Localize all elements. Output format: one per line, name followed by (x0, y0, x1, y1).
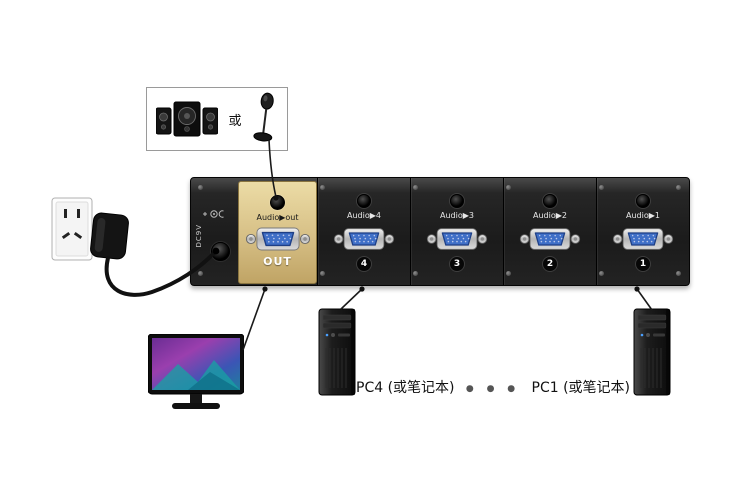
pc-labels-row: PC4 (或笔记本) ● ● ● PC1 (或笔记本) (356, 377, 630, 397)
vga-port-2 (519, 226, 581, 252)
screw (413, 271, 418, 276)
audio-out-label: Audio▶out (256, 213, 299, 222)
dc-voltage-label: DC9V (195, 224, 203, 248)
pc-tower-1 (633, 308, 671, 396)
audio-label-1: Audio▶1 (626, 211, 660, 220)
speakers-icon (156, 101, 219, 137)
port-number-badge-1: 1 (635, 256, 651, 272)
screw (198, 271, 203, 276)
vga-port-1 (612, 226, 674, 252)
screw (198, 185, 203, 190)
monitor (148, 334, 244, 409)
port-number-badge-2: 2 (542, 256, 558, 272)
screw (506, 185, 511, 190)
wall-socket (51, 197, 129, 261)
audio-label-3: Audio▶3 (440, 211, 474, 220)
screw (320, 185, 325, 190)
pc4-cable-dot (359, 286, 365, 292)
pc1-label: PC1 (或笔记本) (531, 380, 631, 396)
ellipsis-dots: ● ● ● (465, 383, 521, 394)
dc-power-area: DC9V (191, 178, 238, 285)
audio-jack-1 (636, 194, 650, 208)
speaker-mic-box: 或 (146, 87, 288, 151)
port-section-4: Audio▶4 4 (317, 178, 410, 285)
or-label: 或 (228, 113, 242, 129)
port-number-badge-3: 3 (449, 256, 465, 272)
dc-polarity-icon (203, 210, 224, 218)
screw (599, 185, 604, 190)
vga-port-3 (426, 226, 488, 252)
pc1-cable-dot (634, 286, 640, 292)
port-section-3: Audio▶3 3 (410, 178, 503, 285)
vga-out-port (245, 225, 311, 253)
pc4-label: PC4 (或笔记本) (356, 380, 455, 396)
power-adapter (90, 212, 129, 260)
out-port-label: OUT (263, 255, 292, 268)
monitor-cable (242, 288, 266, 351)
port-section-2: Audio▶2 2 (503, 178, 596, 285)
vga-switch-device: DC9V Audio▶out OUT Audio▶4 4 Audio▶3 3 (190, 177, 690, 286)
screw (320, 271, 325, 276)
port-section-1: Audio▶1 1 (596, 178, 689, 285)
input-ports: Audio▶4 4 Audio▶3 3 Audio▶2 2 Audio▶1 1 (317, 178, 689, 285)
audio-out-jack (270, 195, 285, 210)
screw (599, 271, 604, 276)
dc-power-jack (211, 242, 230, 261)
screw (676, 271, 681, 276)
screw (676, 185, 681, 190)
port-number-badge-4: 4 (356, 256, 372, 272)
output-section: Audio▶out OUT (238, 181, 317, 284)
audio-jack-3 (450, 194, 464, 208)
screw (506, 271, 511, 276)
audio-jack-4 (357, 194, 371, 208)
audio-label-2: Audio▶2 (533, 211, 567, 220)
pc4-cable (340, 288, 363, 310)
microphone-icon (253, 92, 274, 142)
audio-label-4: Audio▶4 (347, 211, 381, 220)
monitor-cable-dot (262, 286, 268, 292)
vga-port-4 (333, 226, 395, 252)
screw (413, 185, 418, 190)
audio-jack-2 (543, 194, 557, 208)
pc-tower-4 (318, 308, 356, 396)
pc1-cable (636, 288, 653, 311)
